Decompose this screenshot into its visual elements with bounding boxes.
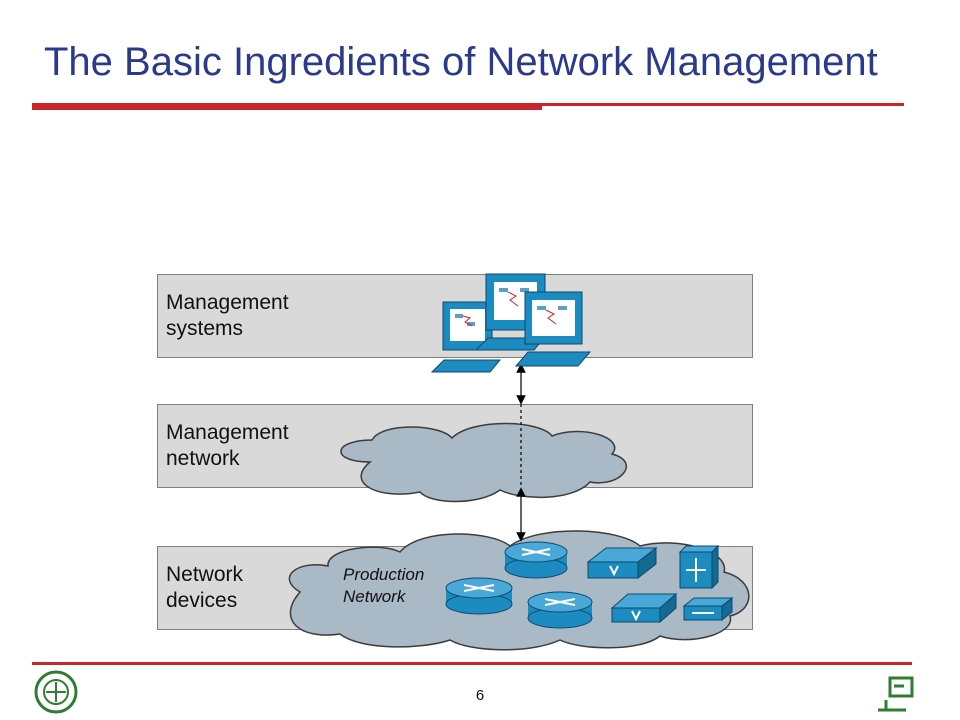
page-number: 6 (475, 687, 485, 704)
multilayer-switch-icon (678, 544, 720, 590)
router-icon (527, 591, 593, 629)
workstation-icon (430, 301, 502, 373)
management-network-cloud (340, 422, 627, 503)
workstation-icon (514, 291, 592, 367)
management-network-label: Management network (166, 421, 289, 470)
router-icon (445, 577, 513, 615)
slide-title: The Basic Ingredients of Network Managem… (44, 40, 878, 84)
production-network-label: Production Network (343, 565, 425, 606)
management-systems-label: Management systems (166, 291, 289, 340)
router-icon (504, 541, 568, 579)
title-underline-accent (32, 103, 542, 110)
network-devices-label: Network devices (166, 563, 244, 612)
computer-engineering-logo-icon (878, 676, 914, 712)
switch-icon (610, 592, 678, 624)
switch-icon (586, 546, 658, 580)
university-logo-icon (34, 670, 78, 714)
bridge-icon (682, 596, 734, 622)
footer-rule (32, 662, 912, 665)
